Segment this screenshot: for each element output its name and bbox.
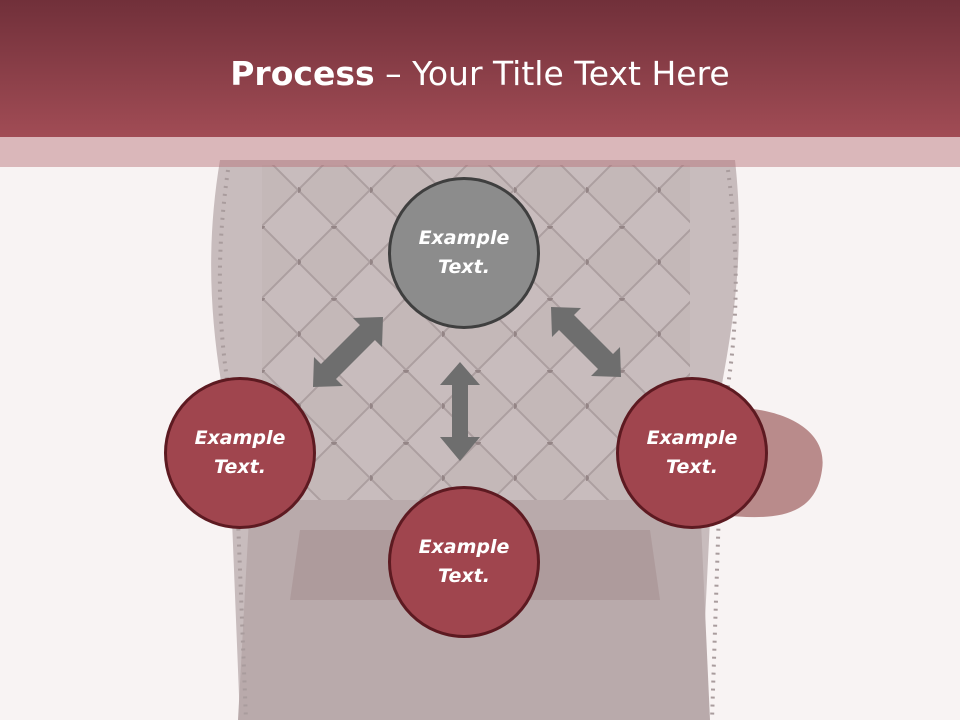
node-right-text: Example Text. — [646, 427, 738, 478]
arrow-top-left — [313, 317, 383, 387]
process-node-left[interactable]: Example Text. — [164, 377, 316, 529]
node-left-text: Example Text. — [194, 427, 286, 478]
node-top-text: Example Text. — [418, 227, 510, 278]
arrow-top-right — [551, 307, 621, 377]
title-bold: Process — [230, 54, 375, 93]
process-node-top[interactable]: Example Text. — [388, 177, 540, 329]
title-rest: – Your Title Text Here — [374, 54, 730, 93]
arrow-vertical — [440, 362, 480, 461]
title-bar-band — [0, 137, 960, 167]
node-bottom-text: Example Text. — [418, 536, 510, 587]
process-node-right[interactable]: Example Text. — [616, 377, 768, 529]
title-bar — [0, 0, 960, 137]
slide-title[interactable]: Process – Your Title Text Here — [0, 52, 960, 96]
process-node-bottom[interactable]: Example Text. — [388, 486, 540, 638]
